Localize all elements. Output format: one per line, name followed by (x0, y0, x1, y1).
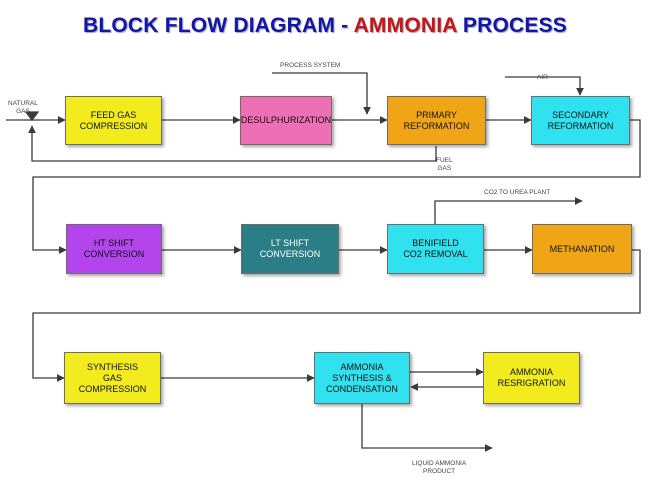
feed-gas-compression-block: FEED GAS COMPRESSION (65, 96, 162, 145)
methanation-block: METHANATION (532, 224, 632, 274)
natural-gas-label: NATURAL GAS (8, 100, 38, 115)
process-system-label: PROCESS SYSTEM (280, 62, 341, 69)
title-part-1: BLOCK FLOW DIAGRAM - (83, 14, 349, 37)
ammonia-synthesis-condensation-label: AMMONIA SYNTHESIS & CONDENSATION (326, 361, 398, 394)
title-part-2: AMMONIA (353, 14, 457, 37)
benifield-co2-removal-label: BENIFIELD CO2 REMOVAL (403, 238, 468, 259)
co2-to-urea-line (434, 197, 583, 224)
co2-to-urea-plant-label: CO2 TO UREA PLANT (484, 189, 551, 196)
lt-shift-conversion-label: LT SHIFT CONVERSION (259, 238, 321, 259)
flow-methanation-to-syngas (32, 249, 641, 382)
desulphurization-block: DESULPHURIZATION (240, 96, 332, 145)
title-part-3: PROCESS (462, 14, 567, 37)
flow-secondary-to-ht (32, 119, 641, 254)
ammonia-refrigeration-block: AMMONIA RESRIGRATION (483, 352, 580, 404)
methanation-label: METHANATION (549, 243, 615, 254)
ht-shift-conversion-block: HT SHIFT CONVERSION (66, 224, 162, 274)
ammonia-refrigeration-label: AMMONIA RESRIGRATION (497, 367, 566, 388)
feed-gas-compression-label: FEED GAS COMPRESSION (79, 109, 148, 131)
ht-shift-conversion-label: HT SHIFT CONVERSION (83, 238, 145, 259)
natural-gas-valve (24, 111, 40, 122)
fuel-gas-line (28, 125, 437, 162)
primary-reformation-block: PRIMARY REFORMATION (387, 96, 486, 145)
synthesis-gas-compression-label: SYNTHESIS GAS COMPRESSION (78, 361, 147, 394)
liquid-ammonia-product-label: LIQUID AMMONIA PRODUCT (412, 460, 467, 475)
synthesis-gas-compression-block: SYNTHESIS GAS COMPRESSION (64, 352, 161, 404)
secondary-reformation-label: SECONDARY REFORMATION (547, 109, 614, 131)
lt-shift-conversion-block: LT SHIFT CONVERSION (241, 224, 339, 274)
desulphurization-label: DESULPHURIZATION (240, 115, 332, 125)
air-label: AIR (537, 74, 548, 81)
diagram-title: BLOCK FLOW DIAGRAM - AMMONIA PROCESS (0, 14, 650, 38)
fuel-gas-label: FUEL GAS (436, 157, 453, 172)
benifield-co2-removal-block: BENIFIELD CO2 REMOVAL (387, 224, 484, 274)
liquid-ammonia-product-line (361, 404, 493, 452)
ammonia-synthesis-condensation-block: AMMONIA SYNTHESIS & CONDENSATION (314, 352, 410, 404)
air-line (505, 76, 584, 96)
secondary-reformation-block: SECONDARY REFORMATION (531, 96, 630, 145)
primary-reformation-label: PRIMARY REFORMATION (403, 109, 470, 131)
process-system-line (272, 72, 371, 115)
